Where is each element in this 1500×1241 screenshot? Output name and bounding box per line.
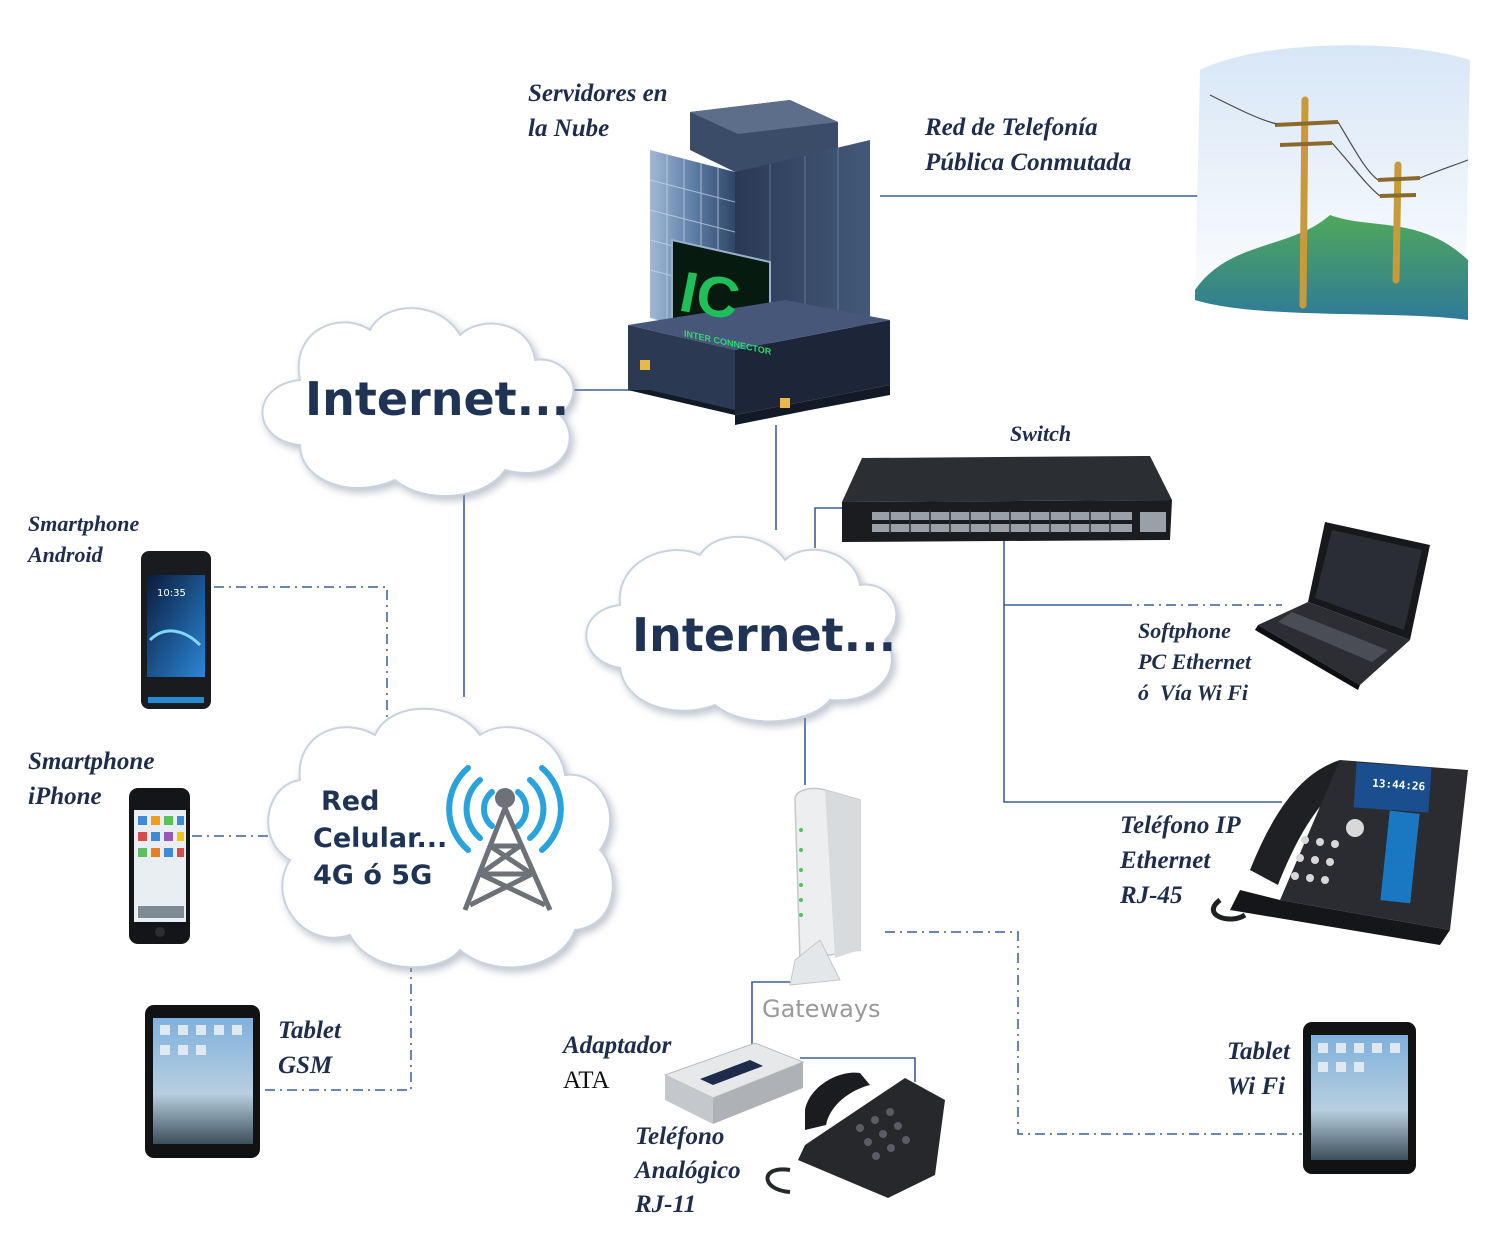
tablet-gsm-line1: Tablet	[278, 1017, 341, 1044]
tablet-wifi-label: Tablet Wi Fi	[1227, 1034, 1290, 1104]
cellular-label-line3: 4G ó 5G	[313, 860, 433, 891]
pstn-utility-poles-icon	[1195, 45, 1470, 320]
tablet-gsm-label: Tablet GSM	[278, 1013, 341, 1083]
softphone-label: Softphone PC Ethernet ó Vía Wi Fi	[1138, 615, 1251, 708]
ip-phone-icon	[1210, 760, 1468, 945]
ip-phone-screen-time: 13:44:26	[1372, 777, 1426, 794]
softphone-line1: Softphone	[1138, 618, 1231, 643]
ip-phone-line2: Ethernet	[1120, 847, 1211, 874]
connection-lines	[463, 195, 1282, 1082]
link-gateway-tablet-wifi	[885, 931, 1302, 1135]
internet-mid-label: Internet...	[632, 608, 897, 662]
smartphone-iphone-label: Smartphone iPhone	[28, 744, 154, 814]
android-screen-time: 10:35	[157, 588, 186, 599]
ip-phone-label: Teléfono IP Ethernet RJ-45	[1120, 808, 1241, 913]
link-switch-internet-mid	[814, 507, 843, 548]
internet-top-label: Internet...	[305, 372, 570, 426]
tablet-wifi-line2: Wi Fi	[1227, 1073, 1286, 1100]
cell-tower-icon	[446, 765, 564, 912]
laptop-icon	[1255, 522, 1430, 690]
softphone-line2: PC Ethernet	[1138, 649, 1252, 674]
iphone-icon	[129, 788, 190, 944]
smartphone-android-line2: Android	[28, 542, 103, 567]
cloud-internet-mid	[585, 535, 898, 723]
link-tablet-gsm-cellular	[265, 965, 412, 1091]
pstn-label-line2: Pública Conmutada	[925, 149, 1132, 176]
analog-phone-line3: RJ-11	[635, 1191, 697, 1218]
servers-label-line1: Servidores en	[528, 80, 668, 107]
gateways-label: Gateways	[762, 995, 881, 1023]
link-android-cellular	[214, 586, 388, 730]
cloud-cellular-network	[267, 707, 614, 969]
cellular-label-line2: Celular...	[313, 823, 448, 854]
ata-adapter-icon	[663, 1042, 805, 1124]
servers-label: Servidores en la Nube	[528, 76, 668, 146]
analog-phone-line2: Analógico	[635, 1157, 741, 1184]
link-gateway-ata	[751, 981, 790, 1044]
ip-phone-line1: Teléfono IP	[1120, 812, 1241, 839]
servers-label-line2: la Nube	[528, 115, 610, 142]
pstn-label-line1: Red de Telefonía	[925, 114, 1098, 141]
ata-label: Adaptador ATA	[563, 1028, 671, 1098]
smartphone-android-label: Smartphone Android	[28, 508, 139, 570]
ic-logo-text: IC	[680, 259, 739, 333]
cellular-label: Red Celular... 4G ó 5G	[313, 783, 447, 894]
cellular-label-line1: Red	[321, 786, 380, 817]
network-switch-icon	[842, 456, 1172, 542]
tablet-wifi-line1: Tablet	[1227, 1038, 1290, 1065]
analog-phone-line1: Teléfono	[635, 1123, 725, 1150]
analog-phone-label: Teléfono Analógico RJ-11	[635, 1120, 741, 1222]
tablet-gsm-icon	[145, 1005, 260, 1158]
ip-phone-line3: RJ-45	[1120, 882, 1183, 909]
smartphone-iphone-line2: iPhone	[28, 783, 102, 810]
cloud-servers-building-icon	[628, 100, 890, 425]
analog-phone-icon	[765, 1072, 945, 1198]
ata-label-line1: Adaptador	[563, 1032, 672, 1059]
ata-label-line2: ATA	[563, 1067, 610, 1094]
softphone-line3: ó Vía Wi Fi	[1138, 680, 1249, 705]
smartphone-android-line1: Smartphone	[28, 511, 140, 536]
tablet-wifi-icon	[1303, 1022, 1416, 1174]
link-switch-ipphone	[1003, 540, 1282, 803]
link-ata-analog-phone	[800, 1057, 916, 1082]
switch-label: Switch	[1010, 421, 1072, 446]
smartphone-iphone-line1: Smartphone	[28, 748, 155, 775]
pstn-label: Red de Telefonía Pública Conmutada	[925, 110, 1131, 180]
gateway-router-icon	[789, 787, 861, 986]
tablet-gsm-line2: GSM	[278, 1052, 333, 1079]
android-phone-icon	[141, 551, 211, 709]
cloud-internet-top	[261, 307, 575, 497]
wireless-links	[192, 586, 1302, 1135]
